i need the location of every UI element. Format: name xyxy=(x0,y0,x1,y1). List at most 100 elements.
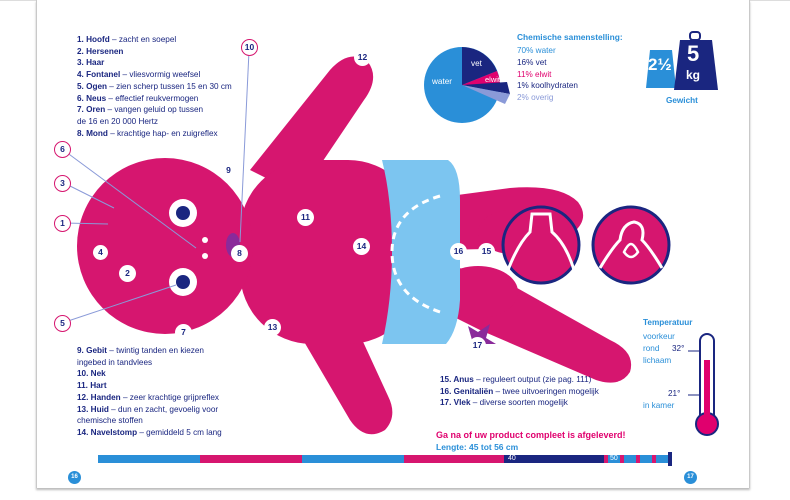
anatomy-desc: – reguleert output (zie pag. 111) xyxy=(473,375,592,384)
anatomy-desc: – effectief reukvermogen xyxy=(106,93,199,103)
chemical-row: 1% koolhydraten xyxy=(517,81,578,91)
anatomy-term: 13. Huid xyxy=(77,404,109,414)
callout-4: 4 xyxy=(92,244,109,261)
anatomy-desc: – diverse soorten mogelijk xyxy=(470,398,568,408)
callout-10: 10 xyxy=(241,39,258,56)
chemical-row: 11% elwit xyxy=(517,69,552,79)
anatomy-item: 10. Nek xyxy=(77,368,297,380)
anatomy-term: 10. Nek xyxy=(77,369,106,379)
page-number-right: 17 xyxy=(684,471,697,484)
anatomy-term: 7. Oren xyxy=(77,105,106,115)
anatomy-item: 17. Vlek – diverse soorten mogelijk xyxy=(440,397,680,409)
thermometer xyxy=(688,333,719,436)
anatomy-item: 15. Anus – reguleert output (zie pag. 11… xyxy=(440,374,680,386)
anatomy-item: 12. Handen – zeer krachtige grijpreflex xyxy=(77,392,297,404)
temp-title: Temperatuur xyxy=(643,318,693,327)
anatomy-desc: – zeer krachtige grijpreflex xyxy=(120,392,219,402)
temp-body-value: 32° xyxy=(672,344,685,353)
anatomy-list-right: 15. Anus – reguleert output (zie pag. 11… xyxy=(440,374,680,409)
anatomy-desc: – twintig tanden en kiezen xyxy=(107,346,204,355)
anatomy-term: 12. Handen xyxy=(77,392,121,402)
anatomy-item: 5. Ogen – zien scherp tussen 15 en 30 cm xyxy=(77,81,317,93)
anatomy-desc: – vliesvormig weefsel xyxy=(120,70,201,80)
chemical-title: Chemische samenstelling: xyxy=(517,32,623,42)
weight-big: 5 xyxy=(687,41,700,66)
callout-6: 6 xyxy=(54,141,71,158)
torso xyxy=(240,160,420,344)
callout-12: 12 xyxy=(354,49,371,66)
callout-7: 7 xyxy=(175,324,192,341)
weight-icons xyxy=(646,31,718,90)
anatomy-term: 8. Mond xyxy=(77,128,108,138)
diaper xyxy=(382,160,460,344)
anatomy-desc: – krachtige hap- en zuigreflex xyxy=(107,128,218,138)
anatomy-term: 16. Genitaliën xyxy=(440,386,494,396)
page-number-left: 16 xyxy=(68,471,81,484)
weight-unit: kg xyxy=(686,68,701,82)
anatomy-term: 14. Navelstomp xyxy=(77,427,138,437)
diaper-dashes xyxy=(390,194,441,314)
anatomy-item: 3. Haar xyxy=(77,57,317,69)
callout-9: 9 xyxy=(220,162,237,179)
length-label: Lengte: 45 tot 56 cm xyxy=(436,442,519,452)
callout-3: 3 xyxy=(54,175,71,192)
anatomy-item: 2. Hersenen xyxy=(77,46,317,58)
ruler-50: 50 xyxy=(610,455,618,462)
weight-label: Gewicht xyxy=(666,96,698,105)
anatomy-list-bottom: 9. Gebit – twintig tanden en kiezen ingeb… xyxy=(77,345,297,439)
temp-line-1: voorkeur xyxy=(643,332,675,341)
pie-label-vet: vet xyxy=(471,59,482,68)
temp-line-2: rond xyxy=(643,344,660,353)
anatomy-item: 11. Hart xyxy=(77,380,297,392)
anatomy-desc: – zacht en soepel xyxy=(109,35,177,44)
length-ruler xyxy=(98,452,672,466)
temp-line-3: lichaam xyxy=(643,356,672,365)
callout-13: 13 xyxy=(264,319,281,336)
callout-2: 2 xyxy=(119,265,136,282)
anatomy-desc-cont: chemische stoffen xyxy=(77,416,143,426)
callout-8: 8 xyxy=(231,245,248,262)
anatomy-desc: – gemiddeld 5 cm lang xyxy=(137,427,222,437)
anatomy-term: 4. Fontanel xyxy=(77,70,121,80)
anatomy-item: 13. Huid – dun en zacht, gevoelig voor ch… xyxy=(77,404,297,427)
anatomy-item: 6. Neus – effectief reukvermogen xyxy=(77,93,317,105)
weight-half: 2½ xyxy=(648,55,672,74)
anatomy-term: 3. Haar xyxy=(77,58,105,68)
anatomy-item: 14. Navelstomp – gemiddeld 5 cm lang xyxy=(77,427,297,439)
pie-label-elwit: elwit xyxy=(485,75,501,84)
upper-arm xyxy=(250,56,374,195)
callout-14: 14 xyxy=(353,238,370,255)
callout-1: 1 xyxy=(54,215,71,232)
pie-label-water: water xyxy=(432,77,453,86)
head xyxy=(77,158,253,334)
callout-15: 15 xyxy=(478,243,495,260)
composition-pie xyxy=(424,47,510,123)
anatomy-term: 15. Anus xyxy=(440,375,474,384)
temp-room-value: 21° xyxy=(668,389,681,398)
anatomy-term: 9. Gebit xyxy=(77,346,108,355)
nose xyxy=(202,237,208,243)
callout-11: 11 xyxy=(297,209,314,226)
anatomy-term: 5. Ogen xyxy=(77,81,108,91)
callout-5: 5 xyxy=(54,315,71,332)
anatomy-desc-cont: ingebed in tandvlees xyxy=(77,357,153,367)
callout-17: 17 xyxy=(469,337,486,354)
anatomy-item: 9. Gebit – twintig tanden en kiezen ingeb… xyxy=(77,345,297,368)
anatomy-item: 16. Genitaliën – twee uitvoeringen mogel… xyxy=(440,386,680,398)
ruler-40: 40 xyxy=(508,455,516,462)
anatomy-desc: – zien scherp tussen 15 en 30 cm xyxy=(107,81,232,91)
genital-zoom-left xyxy=(501,205,581,285)
chemical-row: 16% vet xyxy=(517,57,547,67)
anatomy-item: 1. Hoofd – zacht en soepel xyxy=(77,34,317,46)
callout-16: 16 xyxy=(450,243,467,260)
anatomy-term: 11. Hart xyxy=(77,381,107,391)
chemical-row: 70% water xyxy=(517,46,556,55)
anatomy-desc-cont: de 16 en 20 000 Hertz xyxy=(77,116,159,126)
genital-zoom-right xyxy=(591,205,671,285)
anatomy-desc: – dun en zacht, gevoelig voor xyxy=(108,404,219,414)
anatomy-desc: – vangen geluid op tussen xyxy=(105,105,204,115)
anatomy-item: 8. Mond – krachtige hap- en zuigreflex xyxy=(77,128,317,140)
